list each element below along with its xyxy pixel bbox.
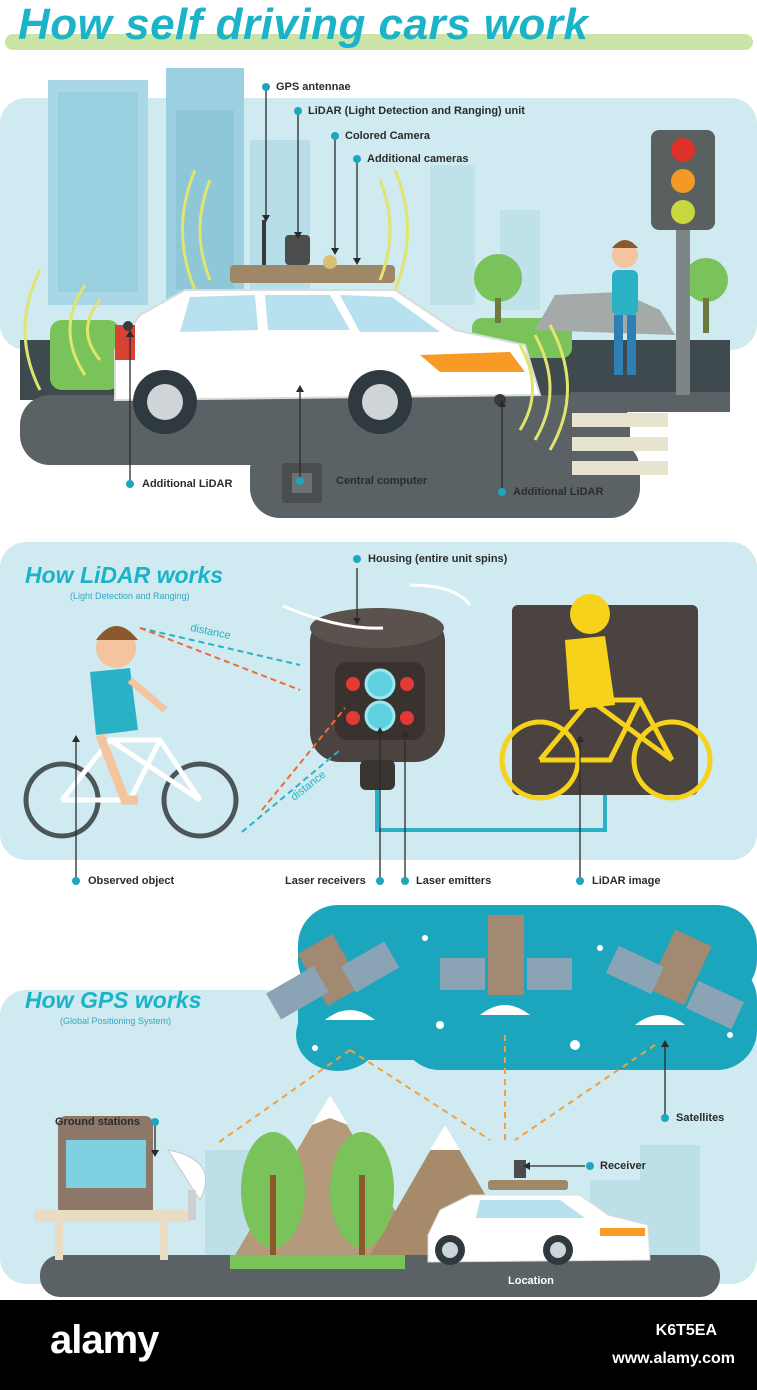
stars	[312, 935, 733, 1051]
dot-central-computer	[296, 477, 304, 485]
label-receiver: Receiver	[600, 1160, 646, 1172]
dot-lidar-image	[576, 877, 584, 885]
sensor-waves	[23, 169, 569, 451]
dot-ground-stations	[151, 1118, 159, 1126]
spin-arrow-back	[409, 583, 472, 606]
self-driving-car	[114, 220, 542, 434]
tree	[474, 254, 728, 333]
label-lidar-image: LiDAR image	[592, 875, 661, 887]
satellite	[266, 915, 744, 1030]
pedestrian	[612, 240, 638, 375]
dot-receivers	[376, 877, 384, 885]
label-location: Location	[508, 1275, 554, 1287]
dot-satellites	[661, 1114, 669, 1122]
dot-colored-camera	[331, 132, 339, 140]
page-title: How self driving cars work	[18, 0, 589, 49]
label-additional-lidar-right: Additional LiDAR	[513, 486, 604, 498]
bush-left	[50, 320, 120, 390]
label-gps-antennae: GPS antennae	[276, 81, 351, 93]
leader-lines-car	[129, 88, 503, 490]
cyclist	[23, 626, 239, 839]
label-additional-lidar-left: Additional LiDAR	[142, 478, 233, 490]
label-satellites: Satellites	[676, 1112, 725, 1124]
title-underline	[5, 34, 753, 50]
dot-emitters	[401, 877, 409, 885]
label-laser-emitters: Laser emitters	[416, 875, 492, 887]
gps-trees	[230, 1132, 405, 1269]
leader-arrowheads-gps	[151, 1040, 669, 1170]
crosswalk	[572, 413, 668, 475]
leader-lines-lidar	[75, 568, 581, 878]
footer-brand: alamy	[50, 1318, 159, 1362]
background-car	[535, 292, 675, 335]
footer-bar	[0, 1300, 757, 1390]
ground-station	[35, 1116, 207, 1260]
gps-ground	[40, 1255, 720, 1297]
label-housing: Housing (entire unit spins)	[368, 553, 508, 565]
footer-code: K6T5EA	[655, 1322, 717, 1339]
leader-arrowheads-car	[126, 215, 506, 407]
label-observed-object: Observed object	[88, 875, 175, 887]
gps-title: How GPS works	[25, 987, 202, 1013]
footer-url: www.alamy.com	[612, 1350, 735, 1367]
lidar-image	[499, 594, 713, 801]
dot-additional-cameras	[353, 155, 361, 163]
label-ground-stations: Ground stations	[55, 1116, 140, 1128]
dot-lidar-unit	[294, 107, 302, 115]
gps-car	[427, 1160, 651, 1265]
label-lidar-unit: LiDAR (Light Detection and Ranging) unit	[308, 105, 525, 117]
dot-receiver	[586, 1162, 594, 1170]
label-laser-receivers: Laser receivers	[285, 875, 366, 887]
dot-additional-lidar-right	[498, 488, 506, 496]
dot-additional-lidar-left	[126, 480, 134, 488]
gps-signals	[214, 1035, 656, 1146]
dot-gps	[262, 83, 270, 91]
traffic-light	[651, 130, 715, 395]
lidar-subtitle: (Light Detection and Ranging)	[70, 591, 190, 601]
road-extension	[250, 440, 640, 518]
label-central-computer: Central computer	[336, 475, 428, 487]
leader-arrowheads-lidar	[72, 618, 584, 742]
laser-beams	[139, 627, 346, 833]
dot-observed	[72, 877, 80, 885]
label-additional-cameras: Additional cameras	[367, 153, 469, 165]
leader-lines-gps	[154, 1045, 666, 1167]
spin-arrow-front	[282, 604, 384, 630]
lidar-unit	[310, 608, 607, 832]
label-colored-camera: Colored Camera	[345, 130, 430, 142]
dot-housing	[353, 555, 361, 563]
gps-subtitle: (Global Positioning System)	[60, 1016, 172, 1026]
lidar-title: How LiDAR works	[25, 562, 224, 588]
